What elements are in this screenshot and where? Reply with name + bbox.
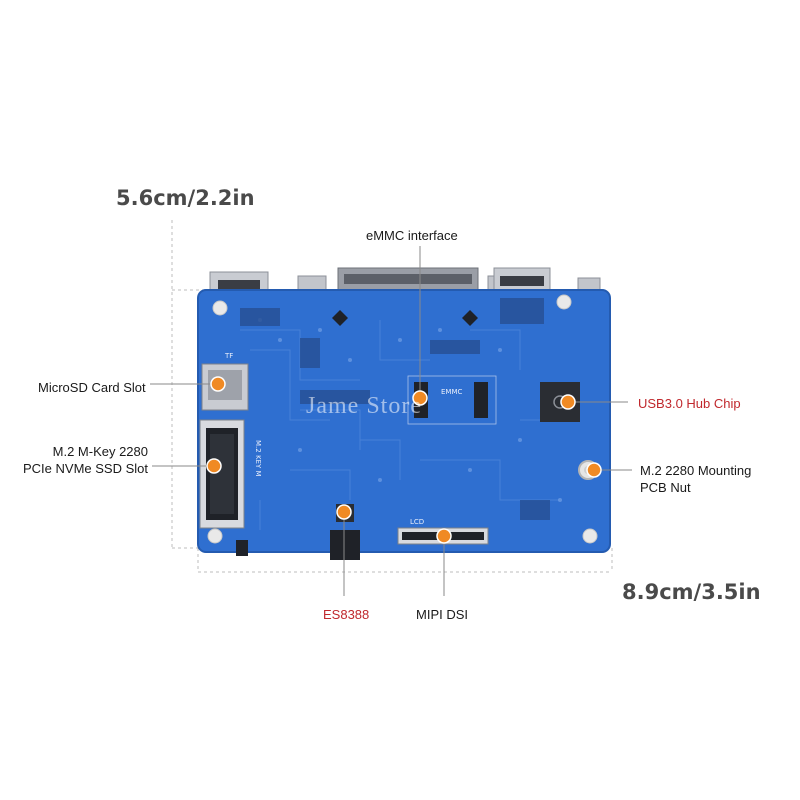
- mount-hole-br: [582, 528, 598, 544]
- label-mipi-dsi: MIPI DSI: [416, 607, 469, 622]
- silkscreen-m2key: M.2 KEY M: [254, 440, 262, 477]
- label-emmc-interface: eMMC interface: [366, 228, 458, 243]
- label-usb-hub-chip: USB3.0 Hub Chip: [638, 396, 741, 411]
- marker-mipi: [436, 528, 452, 544]
- label-microsd-slot: MicroSD Card Slot: [38, 380, 146, 395]
- marker-usb-hub: [560, 394, 576, 410]
- watermark: Jame Store: [306, 393, 422, 419]
- mount-hole-tl: [212, 300, 228, 316]
- height-dimension-label: 5.6cm/2.2in: [116, 186, 255, 210]
- label-m2-line1: M.2 M-Key 2280: [52, 444, 148, 459]
- label-m2-line2: PCIe NVMe SSD Slot: [23, 461, 148, 476]
- marker-m2: [206, 458, 222, 474]
- label-mount-line1: M.2 2280 Mounting: [640, 463, 752, 478]
- marker-microsd: [210, 376, 226, 392]
- audio-jack: [330, 530, 360, 560]
- marker-es8388: [336, 504, 352, 520]
- silkscreen-lcd: LCD: [410, 518, 424, 526]
- silkscreen-tf: TF: [224, 352, 233, 360]
- width-dimension-label: 8.9cm/3.5in: [622, 580, 761, 604]
- marker-mount-nut: [586, 462, 602, 478]
- marker-emmc: [412, 390, 428, 406]
- label-m2-slot: M.2 M-Key 2280 PCIe NVMe SSD Slot: [23, 443, 148, 477]
- silkscreen-emmc: EMMC: [441, 388, 463, 396]
- label-m2-mounting-nut: M.2 2280 Mounting PCB Nut: [640, 462, 751, 496]
- mount-hole-bl: [207, 528, 223, 544]
- emmc-connector-right: [474, 382, 488, 418]
- label-es8388: ES8388: [323, 607, 370, 622]
- mount-hole-tr: [556, 294, 572, 310]
- label-mount-line2: PCB Nut: [640, 480, 691, 495]
